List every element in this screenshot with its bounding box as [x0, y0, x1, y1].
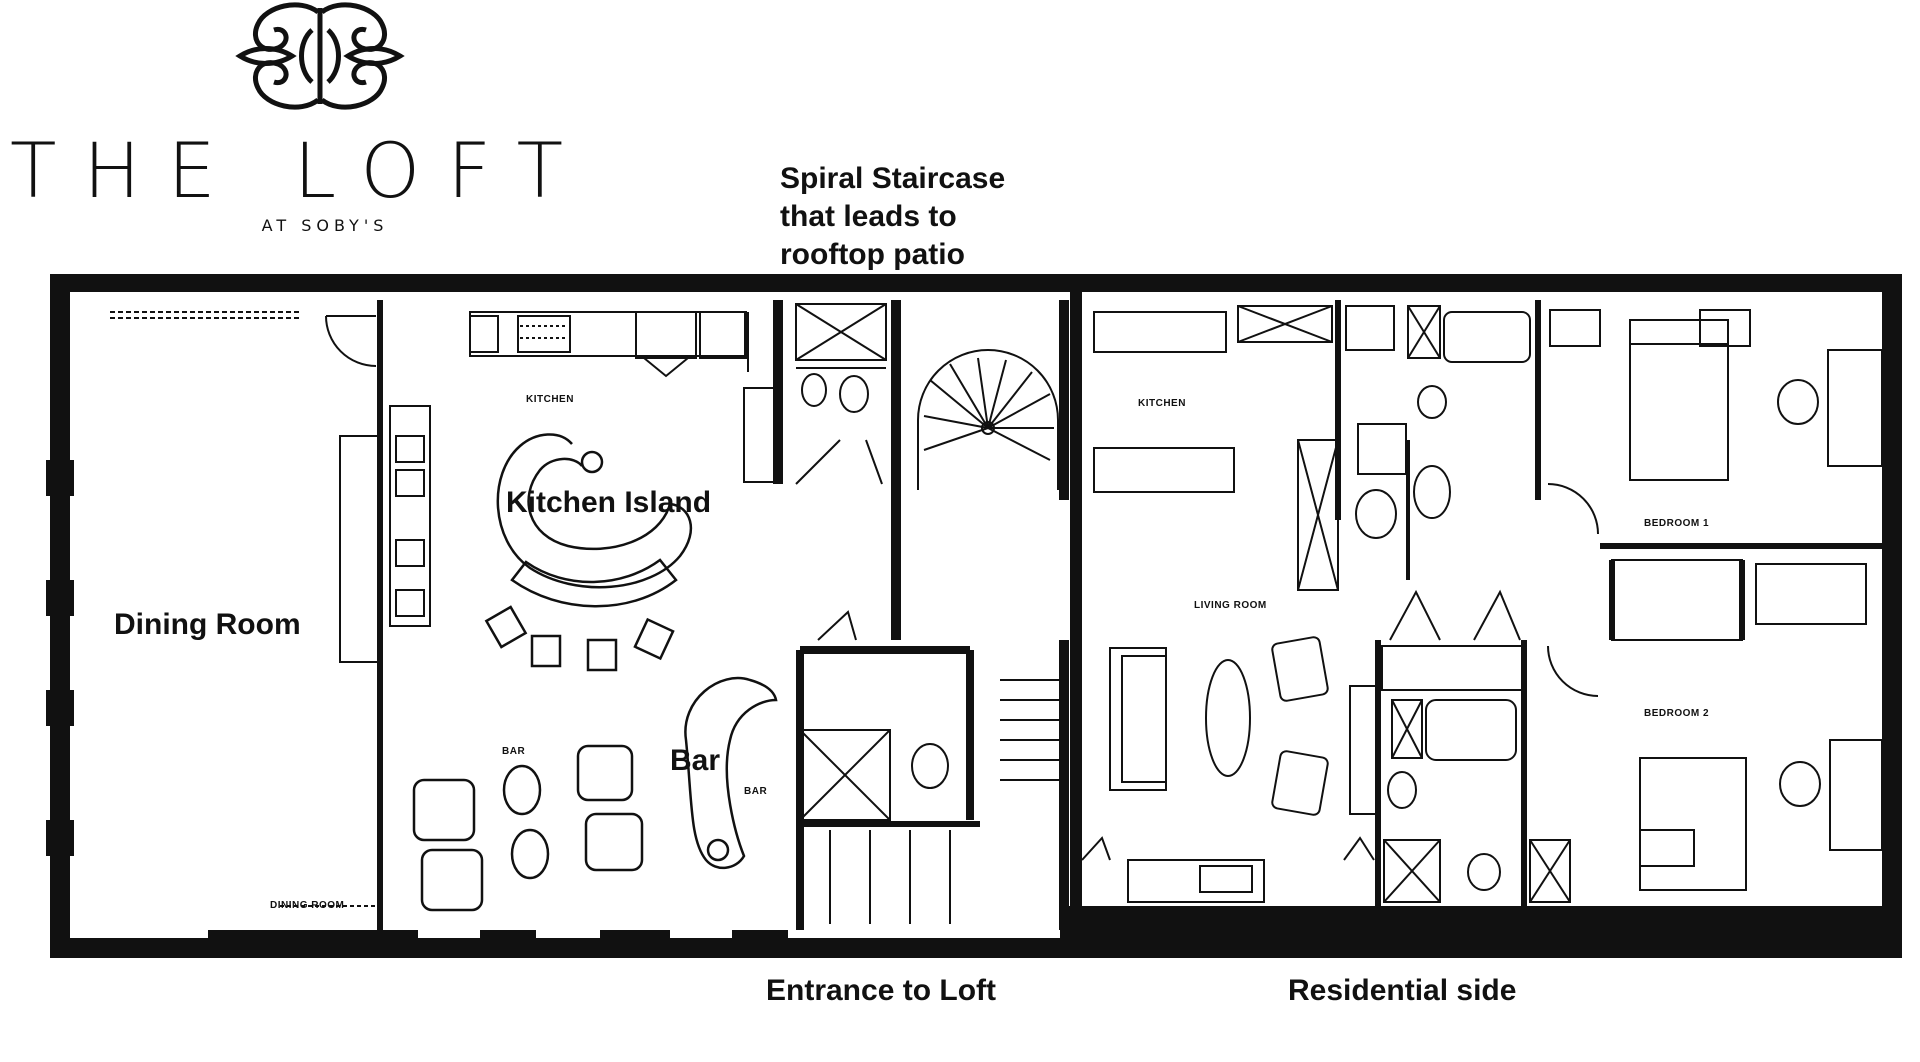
plan-label-kitchen: KITCHEN: [526, 394, 574, 405]
entrance-stairs: [796, 610, 1069, 930]
brand-title: THE LOFT: [10, 126, 591, 215]
plan-label-kitchen-right: KITCHEN: [1138, 398, 1186, 409]
callout-residential: Residential side: [1288, 974, 1517, 1007]
logo-ornament: [235, 2, 405, 110]
plan-label-bedroom-2: BEDROOM 2: [1644, 708, 1710, 719]
brand-subtitle: AT SOBY'S: [261, 216, 389, 235]
living-room-furniture: [1081, 636, 1381, 906]
spiral-staircase: [891, 300, 1069, 640]
callout-kitchen-island: Kitchen Island: [506, 486, 712, 519]
residential-bathroom: [1381, 589, 1571, 906]
loft-bathroom: [773, 300, 887, 485]
outer-walls: [46, 274, 1902, 958]
residential-area: [1093, 300, 1883, 891]
callout-entrance: Entrance to Loft: [766, 974, 996, 1007]
plan-label-dining: DINING ROOM: [270, 900, 345, 911]
dining-room-area: [110, 300, 383, 930]
callout-dining-room: Dining Room: [114, 608, 301, 641]
kitchen-island: [484, 433, 692, 672]
dividing-wall: [1070, 292, 1082, 932]
callout-bar: Bar: [670, 744, 721, 777]
bar-area: [412, 676, 778, 912]
plan-label-bar: BAR: [502, 746, 526, 757]
plan-label-bedroom-1: BEDROOM 1: [1644, 518, 1710, 529]
callout-spiral-staircase: Spiral Staircase that leads to rooftop p…: [780, 162, 1006, 271]
plan-label-living-room: LIVING ROOM: [1194, 600, 1267, 611]
plan-label-bar-2: BAR: [744, 786, 768, 797]
